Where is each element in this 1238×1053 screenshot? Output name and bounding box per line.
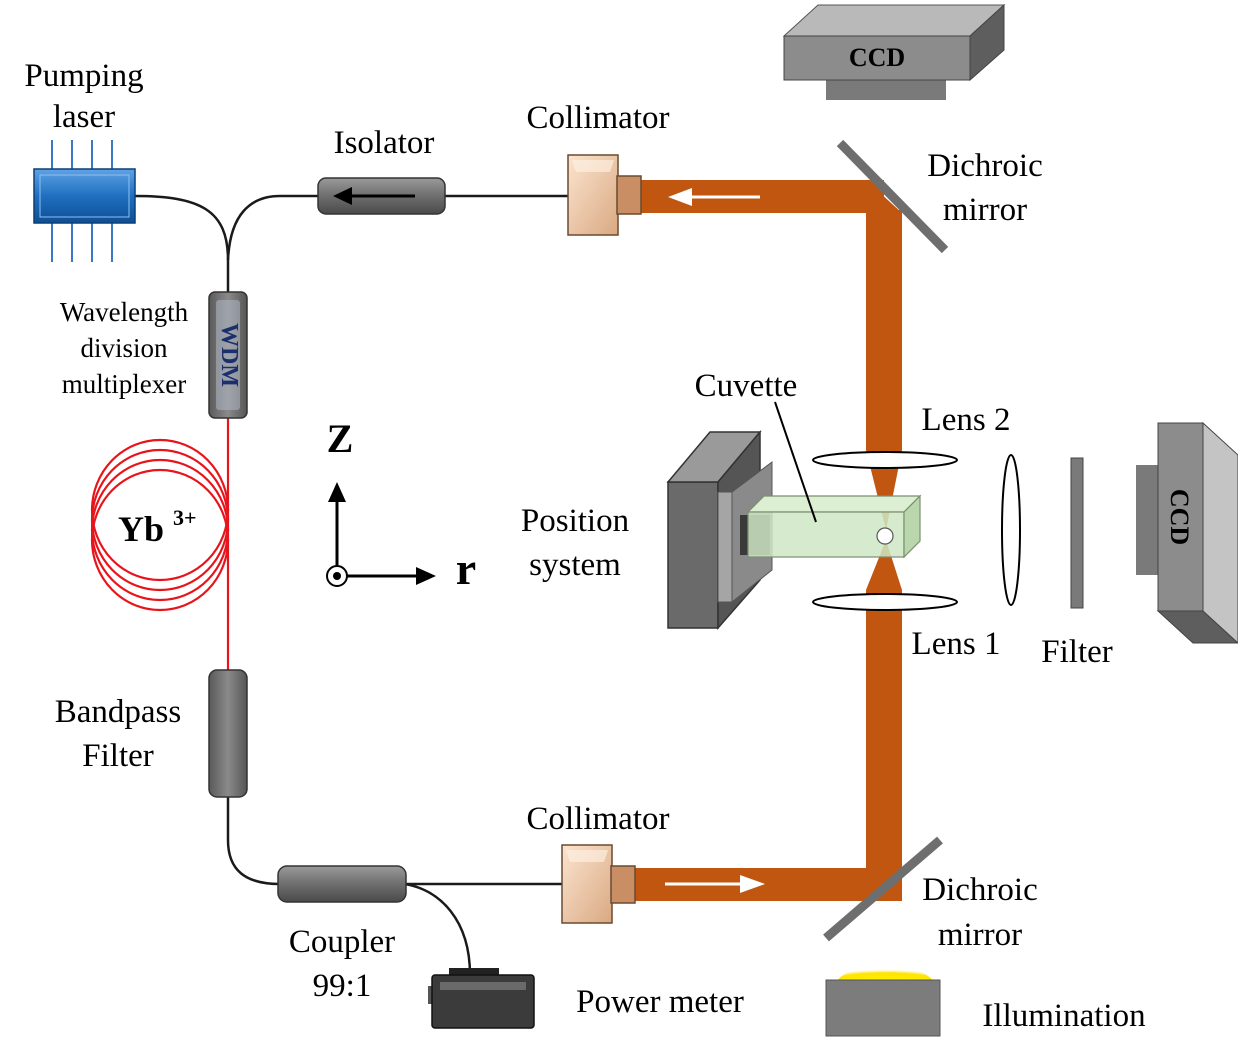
ccd-top-label: CCD [849, 43, 905, 72]
power-meter-label: Power meter [576, 984, 744, 1020]
lens-1-label: Lens 1 [912, 626, 1001, 662]
pumping-laser-label-line2: laser [53, 99, 115, 135]
fiber-paths [134, 194, 570, 976]
gain-fiber-label-base: Yb [118, 509, 164, 549]
lens-2 [812, 451, 958, 469]
coordinate-axes [326, 482, 436, 587]
bandpass-filter [208, 669, 248, 798]
dichroic-bottom-label-line1: Dichroic [922, 872, 1037, 908]
wdm-text: WDM [216, 323, 242, 387]
pumping-laser [33, 140, 136, 262]
coupler [277, 865, 407, 903]
ccd-right-label: CCD [1165, 489, 1194, 545]
bandpass-label-line1: Bandpass [55, 694, 182, 730]
dichroic-mirror-bottom [823, 836, 943, 942]
illumination [825, 965, 941, 1037]
collimator-top [567, 154, 642, 236]
fiber-pump-to-wdm [134, 194, 230, 292]
collimator-bottom-label: Collimator [527, 801, 670, 837]
wdm-caption-line2: division [80, 333, 168, 363]
axis-r-label: r [456, 543, 476, 594]
gain-fiber-label: Yb 3+ [118, 505, 197, 549]
filter-label: Filter [1041, 634, 1113, 670]
dichroic-mirror-top [836, 139, 949, 254]
trapped-particle [876, 527, 894, 545]
position-system-label-line2: system [529, 547, 621, 583]
position-system-label-line1: Position [521, 503, 629, 539]
isolator [317, 177, 446, 215]
pumping-laser-label-line1: Pumping [24, 58, 143, 94]
axis-z-label: Z [327, 416, 354, 461]
dichroic-top-label-line1: Dichroic [927, 148, 1042, 184]
wdm-caption-line3: multiplexer [62, 369, 186, 399]
lens-1 [812, 593, 958, 611]
dichroic-top-label-line2: mirror [943, 192, 1027, 228]
lens-2-label: Lens 2 [922, 402, 1011, 438]
dichroic-bottom-label-line2: mirror [938, 917, 1022, 953]
bandpass-label-line2: Filter [82, 738, 154, 774]
ccd-top [782, 3, 1006, 100]
lens-3 [1001, 454, 1021, 606]
fiber-isolator-to-wdm [226, 194, 318, 261]
collimator-top-label: Collimator [527, 100, 670, 136]
isolator-label: Isolator [334, 125, 435, 161]
wdm-caption-line1: Wavelength [60, 297, 189, 327]
gain-fiber [90, 418, 230, 670]
gain-fiber-label-sup: 3+ [173, 505, 197, 530]
fiber-bandpass-to-coupler [226, 797, 281, 886]
fiber-coupler-to-powermeter [404, 882, 472, 976]
beam-arrows [665, 188, 765, 893]
coupler-label-line1: Coupler [289, 924, 395, 960]
power-meter [428, 968, 535, 1029]
coupler-label-line2: 99:1 [313, 968, 372, 1004]
cuvette-pointer [774, 401, 817, 523]
ccd-right [1136, 421, 1238, 644]
illumination-label: Illumination [982, 998, 1145, 1034]
filter [1070, 457, 1084, 609]
wdm [208, 291, 248, 419]
cuvette-label: Cuvette [695, 368, 798, 404]
collimator-bottom [561, 844, 636, 924]
cuvette [746, 494, 922, 559]
